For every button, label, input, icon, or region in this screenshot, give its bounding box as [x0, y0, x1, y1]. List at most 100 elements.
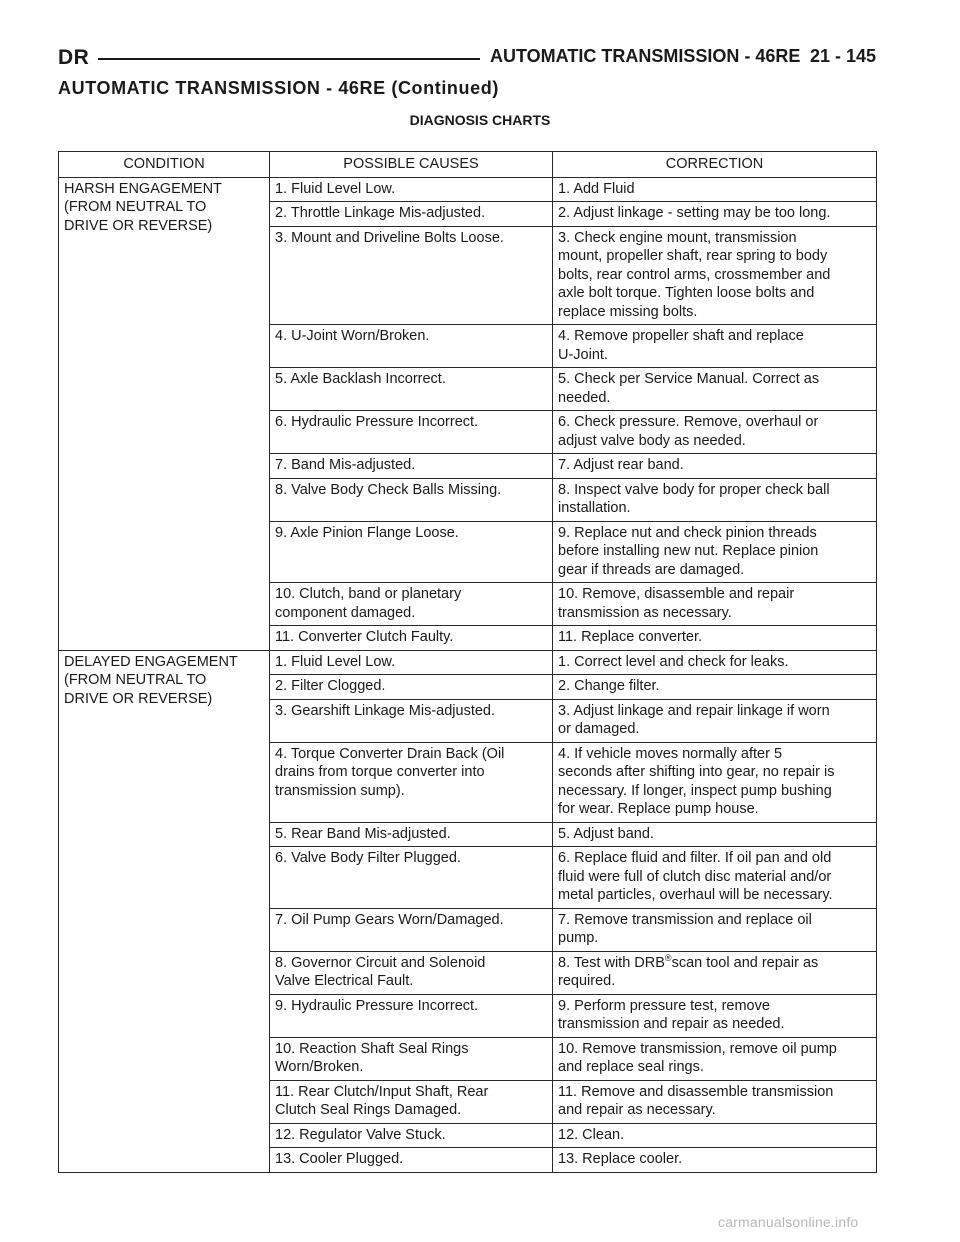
cause-line: drains from torque converter into: [275, 764, 485, 780]
page-number: 21 - 145: [809, 46, 876, 66]
cause-cell: 13. Cooler Plugged.: [269, 1147, 553, 1173]
cause-line: 10. Clutch, band or planetary: [275, 586, 462, 602]
table-row: 7. Oil Pump Gears Worn/Damaged. 7. Remove…: [59, 907, 877, 952]
cause-line: 1. Fluid Level Low.: [275, 180, 396, 197]
cause-cell: 2. Throttle Linkage Mis-adjusted.: [269, 201, 553, 227]
correction-cell: 10. Remove transmission, remove oil pump…: [552, 1036, 877, 1081]
cause-cell: 5. Rear Band Mis-adjusted.: [269, 821, 553, 847]
correction-line: adjust valve body as needed.: [558, 432, 746, 449]
correction-line: 13. Replace cooler.: [558, 1151, 683, 1167]
cause-cell: 6. Valve Body Filter Plugged.: [269, 846, 553, 909]
correction-line: gear if threads are damaged.: [558, 561, 745, 578]
correction-line: 3. Check engine mount, transmission: [558, 229, 797, 246]
cause-cell: 9. Hydraulic Pressure Incorrect.: [269, 993, 553, 1038]
continued-title: AUTOMATIC TRANSMISSION - 46RE (Continued…: [58, 78, 499, 98]
correction-line: before installing new nut. Replace pinio…: [558, 543, 819, 559]
condition-line: DELAYED ENGAGEMENT: [64, 653, 238, 670]
correction-cell: 7. Remove transmission and replace oil pu…: [552, 907, 877, 952]
correction-line: transmission as necessary.: [558, 604, 732, 621]
cause-line: 7. Oil Pump Gears Worn/Damaged.: [275, 911, 504, 928]
table-row: 4. U-Joint Worn/Broken.4. Remove propell…: [59, 324, 877, 368]
condition-line: DRIVE OR REVERSE): [64, 690, 213, 707]
correction-line: 9. Replace nut and check pinion threads: [558, 524, 817, 541]
cause-cell: 8. Valve Body Check Balls Missing.: [269, 477, 553, 522]
cause-cell: 6. Hydraulic Pressure Incorrect.: [269, 410, 553, 454]
cause-line: 9. Axle Pinion Flange Loose.: [275, 524, 459, 541]
correction-line: and replace seal rings.: [558, 1059, 704, 1075]
correction-line: necessary. If longer, inspect pump bushi…: [558, 782, 832, 799]
correction-line: axle bolt torque. Tighten loose bolts an…: [558, 285, 815, 301]
cause-line: 11. Converter Clutch Faulty.: [275, 629, 454, 645]
cause-line: 12. Regulator Valve Stuck.: [275, 1126, 446, 1143]
manual-code: DR: [58, 46, 90, 69]
cause-line: 2. Throttle Linkage Mis-adjusted.: [275, 205, 486, 221]
correction-line: U-Joint.: [558, 346, 608, 363]
correction-cell: 8. Test with DRB®scan tool and repair as…: [552, 950, 877, 995]
correction-line: bolts, rear control arms, crossmember an…: [558, 266, 831, 283]
correction-line: 11. Remove and disassemble transmission: [558, 1083, 834, 1100]
correction-line: 7. Remove transmission and replace oil: [558, 911, 812, 928]
table-row: 13. Cooler Plugged. 13. Replace cooler.: [59, 1147, 877, 1173]
correction-line: and repair as necessary.: [558, 1102, 716, 1118]
table-row: 9. Axle Pinion Flange Loose. 9. Replace n…: [59, 520, 877, 583]
correction-line: pump.: [558, 930, 599, 946]
correction-line: replace missing bolts.: [558, 303, 698, 320]
registered-mark: ®: [664, 952, 672, 963]
correction-cell: 9. Replace nut and check pinion threads b…: [552, 520, 877, 583]
cause-line: 4. U-Joint Worn/Broken.: [275, 328, 430, 344]
cause-line: 13. Cooler Plugged.: [275, 1151, 404, 1167]
correction-line: 2. Change filter.: [558, 678, 660, 694]
correction-line: 8. Test with DRB®scan tool and repair as: [558, 952, 819, 971]
correction-line: 6. Replace fluid and filter. If oil pan …: [558, 850, 832, 866]
cause-line: Valve Electrical Fault.: [275, 973, 414, 989]
cause-cell: 12. Regulator Valve Stuck.: [269, 1122, 553, 1148]
table-row: 5. Rear Band Mis-adjusted.5. Adjust band…: [59, 821, 877, 847]
cause-cell: 10. Clutch, band or planetary component d…: [269, 582, 553, 626]
correction-line: 6. Check pressure. Remove, overhaul or: [558, 414, 819, 430]
correction-cell: 6. Replace fluid and filter. If oil pan …: [552, 846, 877, 909]
cause-line: Worn/Broken.: [275, 1059, 364, 1075]
correction-cell: 4. If vehicle moves normally after 5 seco…: [552, 741, 877, 823]
correction-line: 2. Adjust linkage - setting may be too l…: [558, 205, 831, 221]
header-rule: [98, 58, 480, 60]
correction-line: 11. Replace converter.: [558, 629, 703, 645]
cause-line: 8. Valve Body Check Balls Missing.: [275, 481, 502, 498]
correction-line: or damaged.: [558, 721, 640, 737]
correction-line: 10. Remove transmission, remove oil pump: [558, 1040, 837, 1057]
cause-line: 3. Mount and Driveline Bolts Loose.: [275, 229, 504, 246]
diagnosis-table: CONDITION POSSIBLE CAUSES CORRECTION HAR…: [58, 151, 877, 1173]
condition-line: HARSH ENGAGEMENT: [64, 180, 222, 197]
correction-line: for wear. Replace pump house.: [558, 801, 759, 817]
cause-line: 6. Valve Body Filter Plugged.: [275, 850, 461, 866]
section-title: AUTOMATIC TRANSMISSION - 46RE: [490, 46, 801, 66]
table-header-row: CONDITION POSSIBLE CAUSES CORRECTION: [58, 151, 877, 178]
table-row: 12. Regulator Valve Stuck.12. Clean.: [59, 1122, 877, 1148]
cause-line: 6. Hydraulic Pressure Incorrect.: [275, 414, 479, 430]
correction-line: 4. If vehicle moves normally after 5: [558, 745, 783, 762]
cause-line: 1. Fluid Level Low.: [275, 653, 396, 670]
cause-line: component damaged.: [275, 604, 416, 621]
correction-line: needed.: [558, 389, 611, 406]
cause-line: 3. Gearshift Linkage Mis-adjusted.: [275, 702, 496, 719]
correction-line: seconds after shifting into gear, no rep…: [558, 764, 835, 780]
correction-line: 1. Add Fluid: [558, 180, 635, 197]
correction-line: metal particles, overhaul will be necess…: [558, 887, 833, 903]
correction-cell: 2. Change filter.: [552, 674, 877, 700]
table-row: 2. Throttle Linkage Mis-adjusted. 2. Adju…: [59, 201, 877, 227]
cause-line: transmission sump).: [275, 782, 405, 799]
header-condition: CONDITION: [58, 151, 270, 178]
correction-cell: 13. Replace cooler.: [552, 1147, 877, 1173]
correction-line: transmission and repair as needed.: [558, 1016, 785, 1032]
table-row: 11. Converter Clutch Faulty. 11. Replace …: [59, 625, 877, 651]
cause-cell: 9. Axle Pinion Flange Loose.: [269, 520, 553, 583]
cause-line: 10. Reaction Shaft Seal Rings: [275, 1040, 469, 1057]
correction-cell: 3. Adjust linkage and repair linkage if …: [552, 698, 877, 743]
